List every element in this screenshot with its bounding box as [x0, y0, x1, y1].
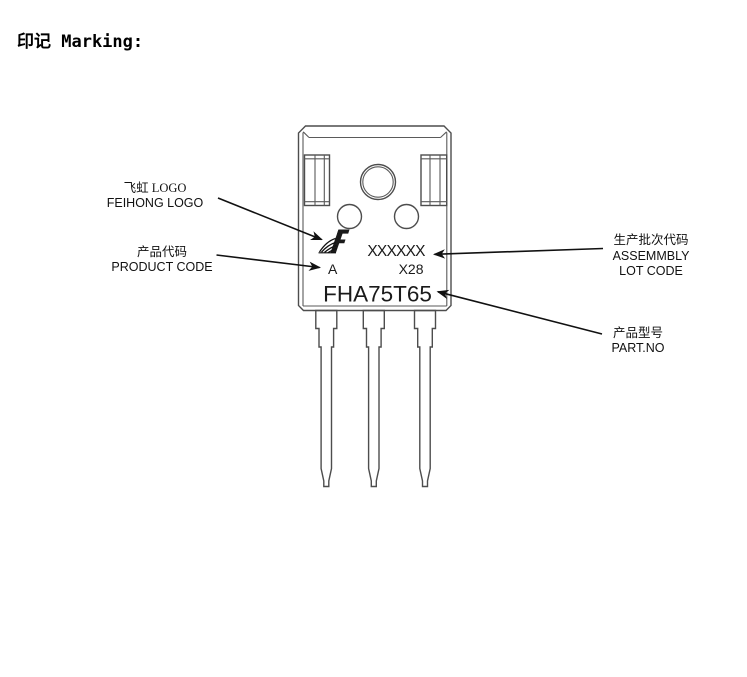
marking-assembly-code: X28	[399, 261, 424, 277]
mounting-hole	[359, 163, 397, 201]
page-title: 印记 Marking:	[17, 32, 144, 52]
lot-code-callout-en1: ASSEMMBLY	[612, 248, 690, 263]
lead-2	[362, 309, 385, 488]
product-code-callout-label: 产品代码 PRODUCT CODE	[82, 245, 242, 275]
left-side-notch	[303, 154, 331, 207]
package-body-outline	[297, 125, 452, 312]
package-leads	[315, 309, 437, 488]
lot-code-callout-label: 生产批次代码 ASSEMMBLY LOT CODE	[572, 233, 730, 280]
part-no-callout-arrow	[436, 289, 603, 335]
lead-1	[315, 309, 338, 488]
product-code-callout-arrow	[216, 254, 321, 271]
logo-callout-label: 飞虹 LOGO FEIHONG LOGO	[75, 181, 235, 211]
product-code-callout-zh: 产品代码	[136, 245, 187, 259]
product-code-callout-en: PRODUCT CODE	[111, 260, 213, 274]
part-no-callout-zh: 产品型号	[612, 326, 663, 340]
lot-code-callout-arrow	[433, 247, 604, 259]
marking-part-no: FHA75T65	[323, 282, 432, 307]
feihong-logo-icon	[318, 229, 350, 254]
logo-callout-zh: 飞虹 LOGO	[123, 181, 187, 195]
marking-product-code: A	[328, 261, 338, 277]
part-no-callout-label: 产品型号 PART.NO	[559, 326, 717, 356]
logo-callout-en: FEIHONG LOGO	[106, 196, 204, 210]
right-side-notch	[420, 154, 448, 207]
lot-code-callout-en2: LOT CODE	[619, 264, 683, 278]
left-small-hole	[336, 203, 363, 230]
marking-lot-mask: XXXXXX	[367, 243, 426, 260]
logo-callout-arrow	[217, 197, 323, 241]
lot-code-callout-zh: 生产批次代码	[613, 233, 689, 247]
right-small-hole	[393, 203, 420, 230]
lead-3	[413, 309, 437, 488]
part-no-callout-en: PART.NO	[611, 341, 665, 355]
